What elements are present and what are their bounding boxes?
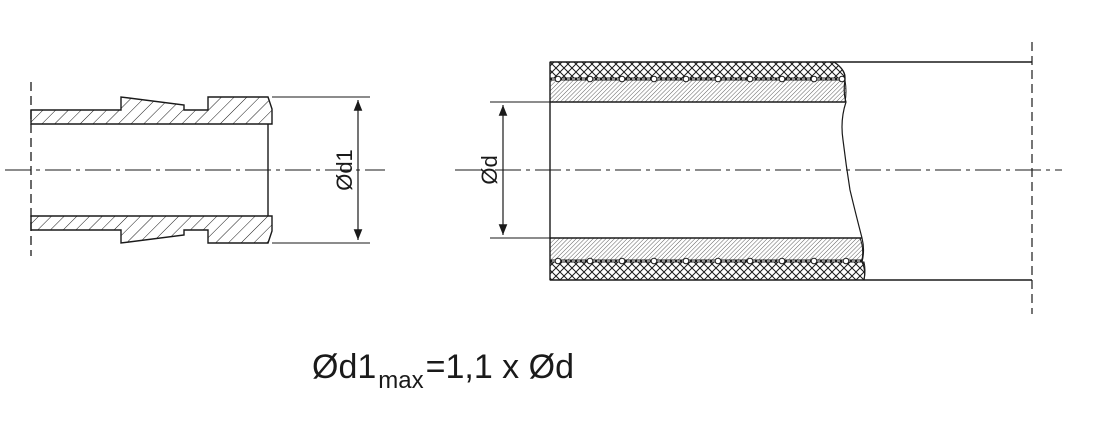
formula-main: Ød1 xyxy=(312,348,377,386)
hose-bottom-lining xyxy=(549,237,864,261)
hose-bottom-reinforcement xyxy=(550,257,863,265)
formula: Ød1max=1,1 x Ød xyxy=(312,348,574,393)
hose-section xyxy=(455,42,1062,314)
hose-nipple-section xyxy=(5,82,385,256)
formula-subscript: max xyxy=(378,367,424,394)
hose-break-line xyxy=(833,61,866,281)
hose-top-cover xyxy=(549,61,846,79)
hose-top-reinforcement xyxy=(550,75,846,83)
hose-top-lining xyxy=(549,79,847,103)
hose-bottom-cover xyxy=(549,261,866,281)
d1-dimension-label: Ød1 xyxy=(332,149,357,191)
formula-rhs: =1,1 x Ød xyxy=(425,348,574,386)
nipple-top-wall xyxy=(30,96,273,125)
nipple-bottom-wall xyxy=(30,215,273,244)
d-dimension-label: Ød xyxy=(477,155,502,184)
